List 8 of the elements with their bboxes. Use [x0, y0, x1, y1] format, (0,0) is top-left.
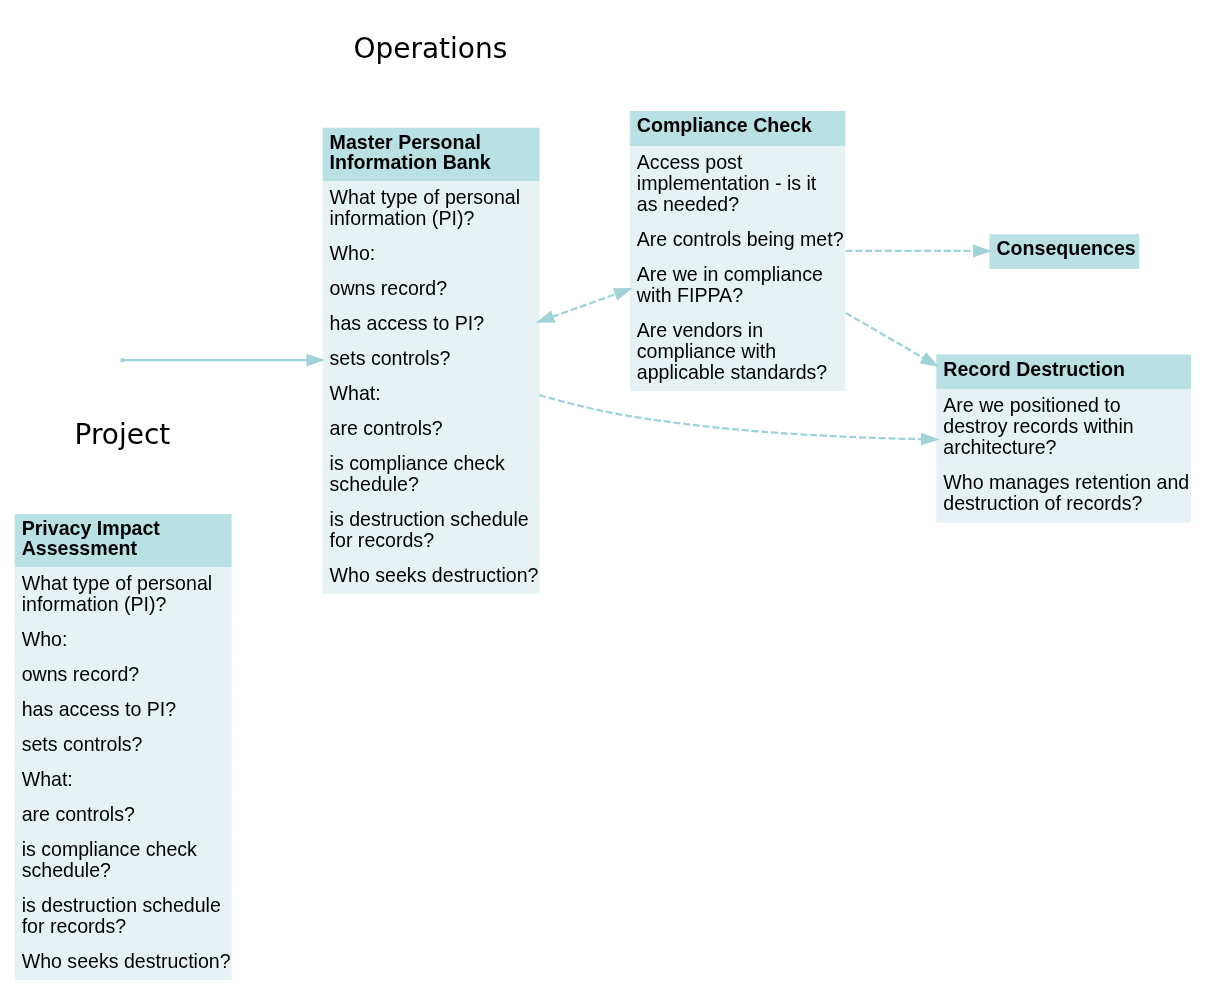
arrow [538, 393, 940, 446]
label: Project [74, 417, 171, 451]
node-box: Consequences [989, 233, 1140, 269]
label: Operations [353, 31, 508, 65]
arrow [845, 243, 992, 257]
arrow [845, 311, 939, 367]
arrow [535, 287, 633, 323]
arrow [124, 353, 325, 367]
